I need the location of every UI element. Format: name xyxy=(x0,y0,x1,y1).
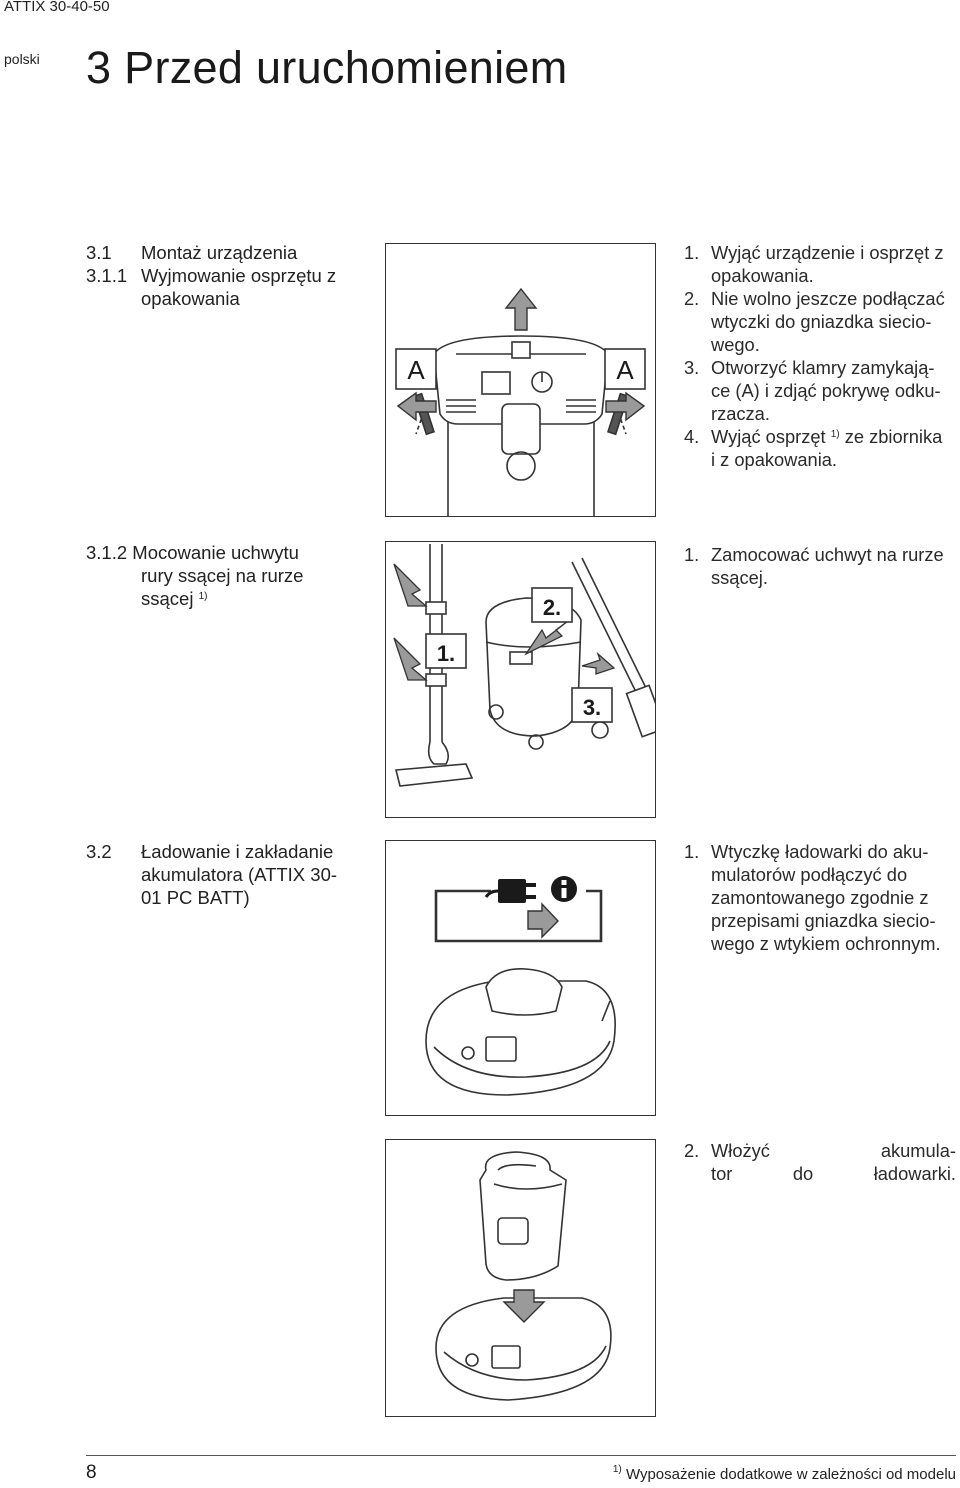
section-number: 3.1 xyxy=(86,242,112,263)
step-line: Wyjąć urządzenie i osprzęt z xyxy=(711,242,944,263)
footnote-text: Wyposażenie dodatkowe w zależności od mo… xyxy=(625,1466,956,1483)
step-line: ce (A) i zdjąć pokrywę odku- xyxy=(711,380,941,401)
step-word: Włożyć xyxy=(711,1140,770,1161)
step-line: Wtyczkę ładowarki do aku- xyxy=(711,841,929,862)
step-line: i z opakowania. xyxy=(711,449,838,470)
step-label-2: 2. xyxy=(543,595,561,620)
step-item: 3. Otworzyć klamry zamykają- ce (A) i zd… xyxy=(684,356,956,425)
section-heading-line: Ładowanie i zakładanie xyxy=(141,841,334,862)
step-label-3: 3. xyxy=(583,695,601,720)
steps-3-1-1: 1. Wyjąć urządzenie i osprzęt z opakowan… xyxy=(684,241,956,471)
section-3-1-2-heading: 3.1.2 Mocowanie uchwytu rury ssącej na r… xyxy=(86,541,303,610)
clamp-label-right: A xyxy=(616,355,634,385)
language-label: polski xyxy=(4,51,40,67)
step-number: 1. xyxy=(684,544,700,565)
step-item: 1. Wyjąć urządzenie i osprzęt z opakowan… xyxy=(684,241,956,287)
step-item: 4. Wyjąć osprzęt 1) ze zbiornika i z opa… xyxy=(684,425,956,471)
section-3-2-heading: 3.2 Ładowanie i zakładanie akumulatora (… xyxy=(86,840,337,909)
section-heading-line: rury ssącej na rurze xyxy=(141,565,304,586)
step-line: rzacza. xyxy=(711,403,770,424)
step-number: 2. xyxy=(684,1140,700,1161)
step-line: tor do ładowarki. xyxy=(711,1162,956,1185)
step-word: ładowarki. xyxy=(873,1163,956,1184)
vacuum-lid-illustration: A A xyxy=(395,287,646,516)
section-title: Montaż urządzenia xyxy=(141,242,298,263)
charger-plug-illustration xyxy=(425,876,616,1096)
footnote-marker: 1) xyxy=(830,429,840,440)
arrow-down-icon xyxy=(502,1289,546,1323)
power-plug-icon xyxy=(484,879,536,903)
section-heading-line: ssącej xyxy=(141,588,194,609)
page-title: 3 Przed uruchomieniem xyxy=(86,42,568,93)
step-word: do xyxy=(792,1163,814,1184)
step-line: zamontowanego zgodnie z xyxy=(711,887,929,908)
step-number: 1. xyxy=(684,841,700,862)
step-word: tor xyxy=(711,1163,733,1184)
step-line: Wyjąć osprzęt xyxy=(711,426,826,447)
footnote: 1) Wyposażenie dodatkowe w zależności od… xyxy=(612,1464,956,1483)
insert-battery-illustration xyxy=(435,1151,612,1401)
document-header-title: ATTIX 30-40-50 xyxy=(4,0,110,15)
section-heading-line: 3.1.2 Mocowanie uchwytu xyxy=(86,542,299,563)
step-line: ze zbiornika xyxy=(844,426,943,447)
section-heading-line: akumulatora (ATTIX 30- xyxy=(141,864,338,885)
info-icon xyxy=(551,876,577,902)
step-number: 1. xyxy=(684,242,700,263)
page-number: 8 xyxy=(86,1462,97,1483)
figure-hose-holder: 1. 2. 3. xyxy=(385,541,666,818)
step-item: 2. Włożyć akumula- tor do ładowarki. xyxy=(684,1139,956,1185)
hose-holder-illustration: 1. 2. 3. xyxy=(393,544,666,787)
step-line: mulatorów podłączyć do xyxy=(711,864,908,885)
step-word: akumula- xyxy=(880,1140,956,1161)
step-line: Włożyć akumula- xyxy=(711,1139,956,1162)
section-heading-line: 01 PC BATT) xyxy=(141,887,250,908)
subsection-title: Wyjmowanie osprzętu z xyxy=(141,265,337,286)
step-number: 4. xyxy=(684,426,700,447)
figure-insert-battery xyxy=(385,1139,656,1417)
step-number: 2. xyxy=(684,288,700,309)
battery-charger xyxy=(435,1297,612,1401)
battery-pack xyxy=(479,1151,567,1281)
steps-3-2-1: 1. Wtyczkę ładowarki do aku- mulatorów p… xyxy=(684,840,956,955)
step-line: przepisami gniazdka siecio- xyxy=(711,910,936,931)
step-line: opakowania. xyxy=(711,265,814,286)
steps-3-2-2: 2. Włożyć akumula- tor do ładowarki. xyxy=(684,1139,956,1185)
figure-unpacking-vacuum: A A xyxy=(385,243,656,517)
step-item: 1. Zamocować uchwyt na rurze ssącej. xyxy=(684,543,956,589)
step-line: ssącej. xyxy=(711,567,768,588)
section-number: 3.2 xyxy=(86,841,112,862)
step-line: wtyczki do gniazdka siecio- xyxy=(711,311,932,332)
step-label-1: 1. xyxy=(437,641,455,666)
section-3-1-heading: 3.1 Montaż urządzenia 3.1.1 Wyjmowanie osp… xyxy=(86,241,336,310)
step-number: 3. xyxy=(684,357,700,378)
footer-divider xyxy=(86,1455,956,1456)
footnote-marker: 1) xyxy=(612,1464,622,1475)
step-line: Nie wolno jeszcze podłączać xyxy=(711,288,945,309)
subsection-title-cont: opakowania xyxy=(141,288,240,309)
battery-charger-illustration xyxy=(425,968,616,1096)
subsection-number: 3.1.1 xyxy=(86,265,128,286)
step-line: wego z wtykiem ochronnym. xyxy=(711,933,941,954)
figure-charger-plug xyxy=(385,840,656,1116)
step-item: 2. Nie wolno jeszcze podłączać wtyczki d… xyxy=(684,287,956,356)
footnote-marker: 1) xyxy=(198,591,208,602)
clamp-label-left: A xyxy=(407,355,425,385)
step-line: Otworzyć klamry zamykają- xyxy=(711,357,935,378)
step-line: wego. xyxy=(711,334,760,355)
arrow-right-icon xyxy=(527,902,559,939)
steps-3-1-2: 1. Zamocować uchwyt na rurze ssącej. xyxy=(684,543,956,589)
step-item: 1. Wtyczkę ładowarki do aku- mulatorów p… xyxy=(684,840,956,955)
step-line: Zamocować uchwyt na rurze xyxy=(711,544,944,565)
